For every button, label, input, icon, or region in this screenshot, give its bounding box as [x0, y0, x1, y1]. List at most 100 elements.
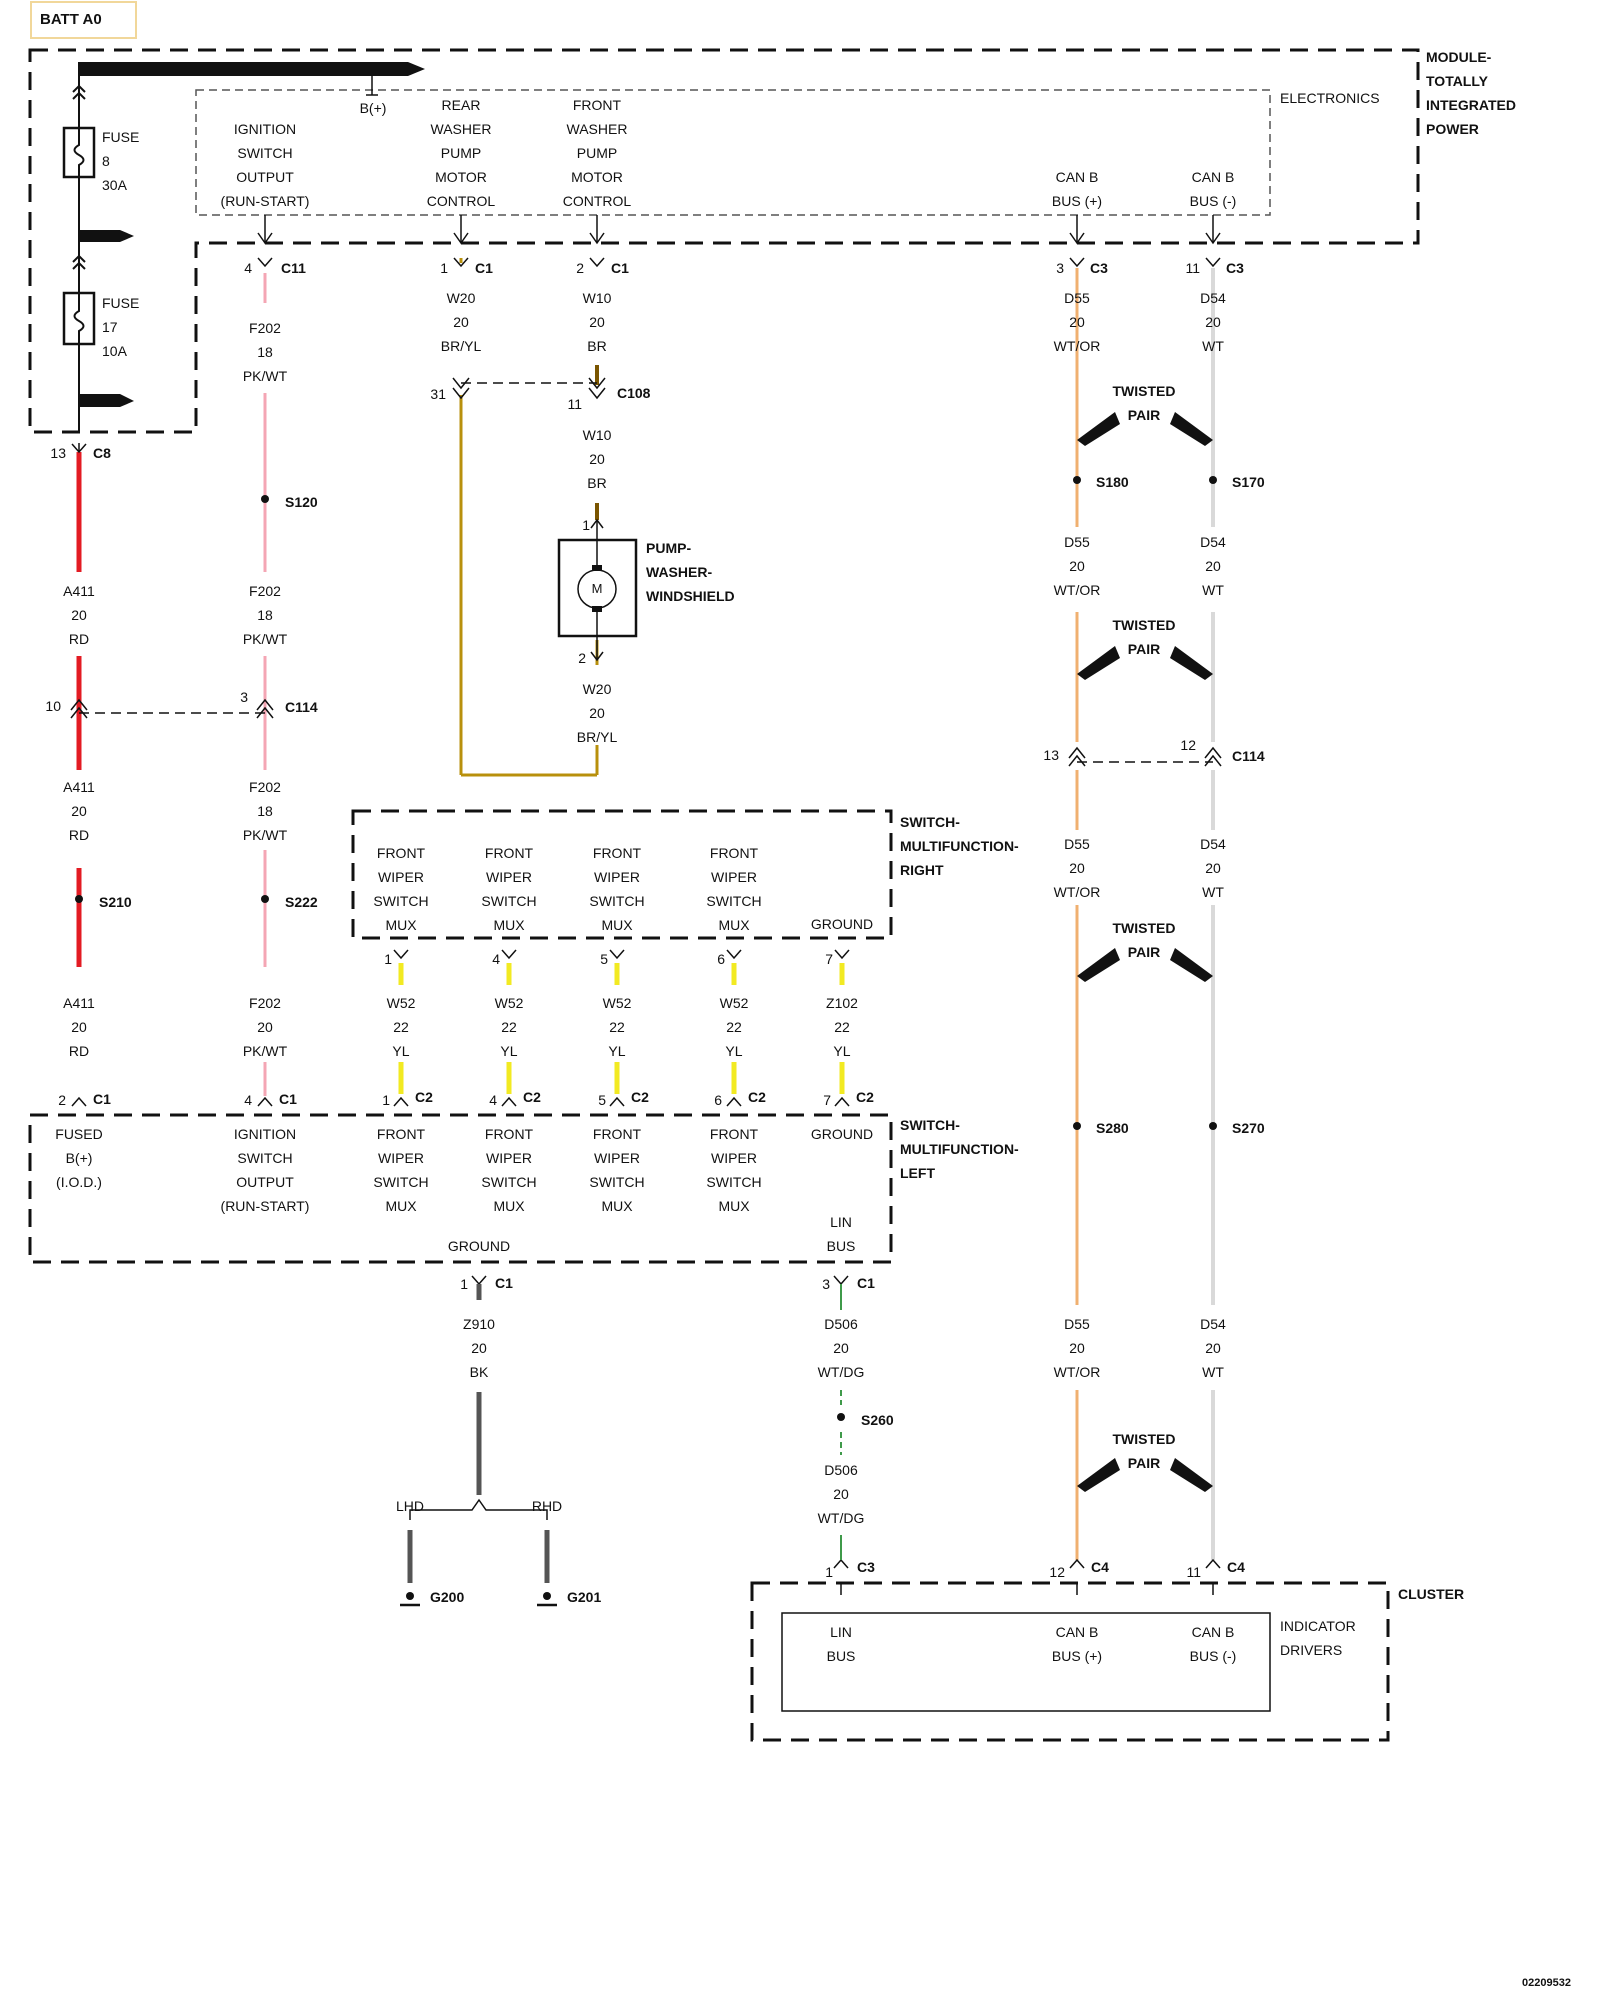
splice-label: S270: [1232, 1120, 1265, 1136]
pin-number: 13: [50, 445, 66, 461]
connector-label: C1: [279, 1091, 297, 1107]
connector-label: C2: [523, 1089, 541, 1105]
electronics-outline: [195, 89, 1271, 216]
connector-label: C1: [475, 260, 493, 276]
tipm-outline: [28, 48, 1420, 434]
connector-label: C11: [281, 260, 306, 276]
pin-number: 4: [244, 260, 252, 276]
switch-right-outline: [351, 809, 893, 940]
splice-label: S210: [99, 894, 132, 910]
pin-number: 1: [825, 1564, 833, 1580]
pin-number: 6: [714, 1092, 722, 1108]
electronics-label: ELECTRONICS: [1280, 90, 1380, 106]
pin-number: 4: [244, 1092, 252, 1108]
pin-number: 7: [825, 951, 833, 967]
pin-number: 1: [460, 1276, 468, 1292]
connector-label: C4: [1091, 1559, 1109, 1575]
connector-label: C114: [285, 699, 318, 715]
connector-label: C8: [93, 445, 111, 461]
indicator-drivers-box: [781, 1612, 1271, 1712]
pin-number: 4: [489, 1092, 497, 1108]
pin-number: 5: [598, 1092, 606, 1108]
pin-number: 3: [240, 689, 248, 705]
wire-washer: [459, 258, 599, 777]
ground-icon: [543, 1592, 551, 1600]
connector-label: C2: [415, 1089, 433, 1105]
splice-dot: [1209, 1122, 1217, 1130]
switch-left-label: SWITCH-MULTIFUNCTION-LEFT: [900, 1117, 1019, 1181]
fuse-column: [62, 62, 96, 432]
cluster-label: CLUSTER: [1398, 1586, 1465, 1602]
splice-dot: [261, 495, 269, 503]
motor-icon: M: [591, 581, 603, 596]
pin-number: 4: [492, 951, 500, 967]
switch-left-ground: GROUND: [447, 1238, 511, 1254]
connector-label: C2: [631, 1089, 649, 1105]
pin-number: 31: [430, 386, 446, 402]
splice-label: S280: [1096, 1120, 1129, 1136]
wire-ground: [400, 1284, 557, 1607]
connector-label: C4: [1227, 1559, 1245, 1575]
connector-label: C3: [1090, 260, 1108, 276]
pin-number: 12: [1180, 737, 1196, 753]
connector-label: C3: [1226, 260, 1244, 276]
splice-dot: [261, 895, 269, 903]
pin-number: 13: [1043, 747, 1059, 763]
splice-dot: [1073, 476, 1081, 484]
connector-label: C1: [857, 1275, 875, 1291]
pin-number: 2: [576, 260, 584, 276]
connector-label: C1: [93, 1091, 111, 1107]
battery-bus-bar: [78, 62, 425, 76]
splice-dot: [837, 1413, 845, 1421]
pin-number: 12: [1049, 1564, 1065, 1580]
pin-number: 1: [382, 1092, 390, 1108]
pin-number: 10: [45, 698, 61, 714]
connector-label: C3: [857, 1559, 875, 1575]
pump-label: PUMP-WASHER-WINDSHIELD: [646, 540, 735, 604]
splice-dot: [1209, 476, 1217, 484]
ground-icon: [406, 1592, 414, 1600]
connector-label: C2: [748, 1089, 766, 1105]
splice-label: S222: [285, 894, 318, 910]
splice-label: S170: [1232, 474, 1265, 490]
